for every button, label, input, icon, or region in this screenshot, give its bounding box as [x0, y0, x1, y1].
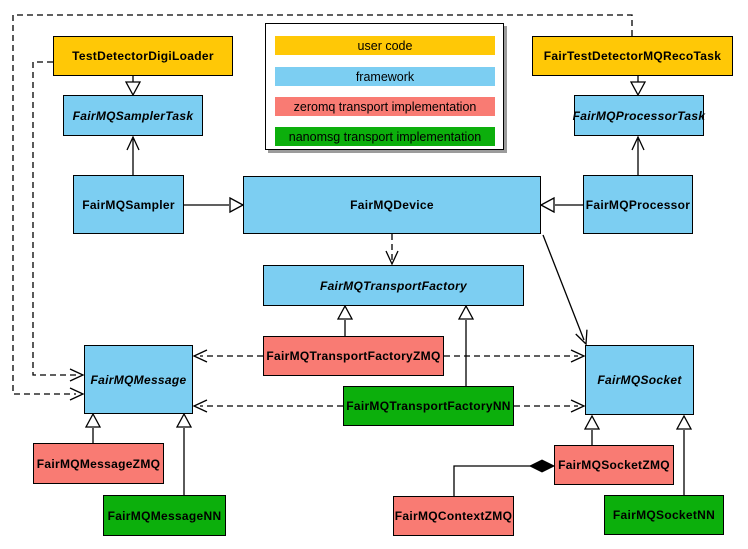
edge-FairMQMessageNN-to-FairMQMessage-hollow-triangle-head — [175, 412, 193, 428]
edge-FairMQTransportFactoryZMQ-to-FairMQSocket-open-arrow-head — [570, 349, 586, 363]
edge-FairMQTransportFactoryNN-to-FairMQTransportFactory-hollow-triangle-head — [457, 304, 475, 320]
edge-TestDetectorDigiLoader-to-FairMQMessage-open-arrow-head — [69, 368, 85, 382]
legend-item-zeromq: zeromq transport implementation — [275, 97, 495, 116]
node-FairMQMessageNN: FairMQMessageNN — [103, 495, 226, 536]
node-FairMQDevice: FairMQDevice — [243, 176, 541, 234]
edge-FairMQSampler-to-FairMQSamplerTask-open-arrow-head — [126, 135, 140, 151]
edge-FairMQDevice-to-FairMQSocket — [542, 234, 585, 341]
node-label: FairMQMessageZMQ — [36, 456, 161, 471]
node-label: FairMQDevice — [350, 198, 434, 212]
node-label: TestDetectorDigiLoader — [72, 49, 214, 63]
legend-item-user_code: user code — [275, 36, 495, 55]
edge-FairMQSampler-to-FairMQDevice-hollow-triangle-head — [229, 196, 245, 214]
edge-FairMQTransportFactoryZMQ-to-FairMQMessage-open-arrow-head — [192, 349, 208, 363]
edge-FairMQTransportFactoryZMQ-to-FairMQTransportFactory-hollow-triangle-head — [336, 304, 354, 320]
node-FairMQSocketZMQ: FairMQSocketZMQ — [554, 445, 674, 485]
edge-TestDetectorDigiLoader-to-FairMQMessage — [32, 61, 76, 376]
node-label: FairMQProcessor — [585, 197, 691, 212]
node-label: FairTestDetectorMQRecoTask — [543, 49, 722, 63]
edge-FairMQSocketZMQ-to-FairMQSocket-hollow-triangle-head — [583, 414, 601, 430]
node-FairMQTransportFactory: FairMQTransportFactory — [263, 265, 524, 306]
node-FairMQTransportFactoryZMQ: FairMQTransportFactoryZMQ — [263, 336, 444, 376]
node-FairMQTransportFactoryNN: FairMQTransportFactoryNN — [343, 386, 514, 426]
edge-FairMQTransportFactoryNN-to-FairMQSocket-open-arrow-head — [570, 399, 586, 413]
node-FairMQSocket: FairMQSocket — [585, 345, 694, 415]
node-FairTestDetectorMQRecoTask: FairTestDetectorMQRecoTask — [532, 36, 733, 76]
legend-item-label: nanomsg transport implementation — [288, 129, 482, 144]
node-FairMQSamplerTask: FairMQSamplerTask — [63, 95, 203, 136]
edge-FairMQDevice-to-FairMQSocket-open-arrow-head — [575, 329, 588, 346]
edge-FairMQContextZMQ-to-FairMQSocketZMQ-diamond-head — [528, 459, 556, 473]
legend-item-nanomsg: nanomsg transport implementation — [275, 127, 495, 146]
node-label: FairMQTransportFactoryNN — [346, 399, 511, 413]
edge-FairTestDetectorMQRecoTask-to-FairMQMessage-open-arrow-head — [69, 387, 85, 401]
edge-FairTestDetectorMQRecoTask-to-FairMQMessage — [12, 14, 633, 395]
edge-FairMQProcessor-to-FairMQDevice-hollow-triangle-head — [539, 196, 555, 214]
node-FairMQMessageZMQ: FairMQMessageZMQ — [33, 443, 164, 484]
edge-FairMQTransportFactoryNN-to-FairMQMessage-open-arrow-head — [192, 399, 208, 413]
legend-item-label: zeromq transport implementation — [293, 99, 477, 114]
edge-FairMQDevice-to-FairMQTransportFactory-open-arrow-head — [385, 250, 399, 266]
node-label: FairMQSocketNN — [612, 508, 716, 522]
node-label: FairMQTransportFactoryZMQ — [266, 349, 441, 363]
node-FairMQProcessorTask: FairMQProcessorTask — [572, 95, 706, 136]
node-label: FairMQMessageNN — [107, 508, 222, 523]
node-label: FairMQSampler — [82, 197, 175, 212]
node-label: FairMQContextZMQ — [394, 509, 513, 523]
legend-item-framework: framework — [275, 67, 495, 86]
node-FairMQSocketNN: FairMQSocketNN — [604, 495, 724, 535]
node-FairMQProcessor: FairMQProcessor — [583, 175, 693, 234]
legend-item-label: framework — [355, 69, 415, 84]
edge-FairMQSocketNN-to-FairMQSocket-hollow-triangle-head — [675, 414, 693, 430]
node-label: FairMQSocket — [597, 373, 682, 387]
node-label: FairMQMessage — [90, 372, 187, 387]
edge-FairMQContextZMQ-to-FairMQSocketZMQ — [453, 465, 531, 496]
node-FairMQMessage: FairMQMessage — [84, 345, 193, 414]
edge-TestDetectorDigiLoader-to-FairMQSamplerTask-hollow-triangle-head — [124, 81, 142, 97]
edge-FairMQProcessor-to-FairMQProcessorTask-open-arrow-head — [631, 135, 645, 151]
node-label: FairMQProcessorTask — [572, 108, 706, 123]
edge-FairTestDetectorMQRecoTask-to-FairMQProcessorTask-hollow-triangle-head — [629, 81, 647, 97]
node-FairMQSampler: FairMQSampler — [73, 175, 184, 234]
node-label: FairMQSocketZMQ — [558, 458, 670, 472]
node-label: FairMQTransportFactory — [319, 278, 468, 293]
node-FairMQContextZMQ: FairMQContextZMQ — [393, 496, 514, 536]
edge-FairMQMessageZMQ-to-FairMQMessage-hollow-triangle-head — [84, 412, 102, 428]
legend: user code framework zeromq transport imple… — [265, 23, 504, 150]
legend-item-label: user code — [357, 38, 413, 53]
node-TestDetectorDigiLoader: TestDetectorDigiLoader — [53, 36, 233, 76]
node-label: FairMQSamplerTask — [72, 108, 194, 123]
